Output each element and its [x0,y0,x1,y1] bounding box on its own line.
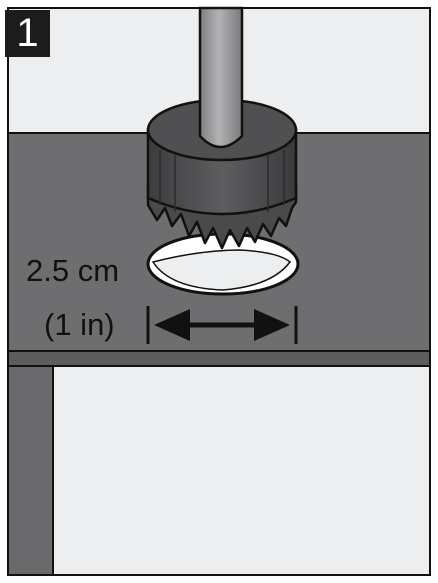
step-number-badge: 1 [5,10,50,57]
hole-inner-shadow [151,249,292,291]
drill-shaft [198,6,244,149]
dimension-label-metric: 2.5 cm [26,253,120,288]
saw-body-ridges [159,150,285,212]
double-arrow-icon [146,306,298,344]
dimension-label-imperial: (1 in) [44,307,115,342]
cabinet-side-panel [7,365,54,576]
board-front-edge [7,350,431,367]
